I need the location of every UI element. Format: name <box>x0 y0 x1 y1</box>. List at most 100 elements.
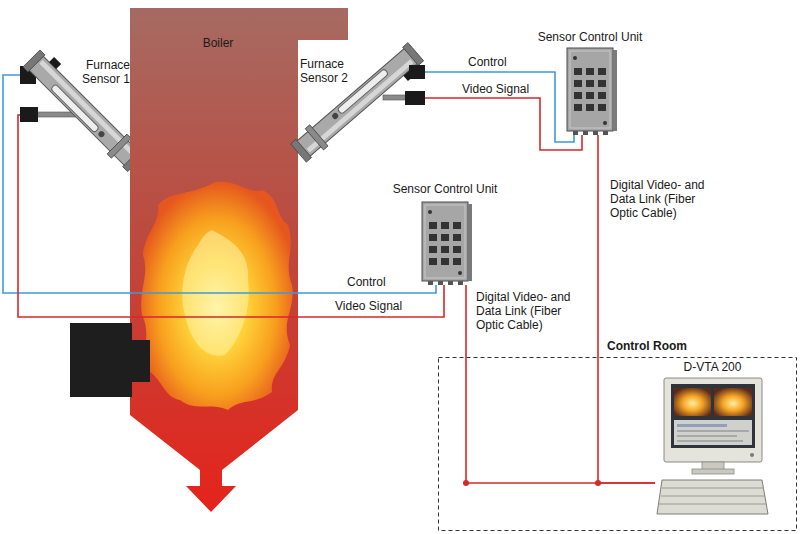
furnace-sensor: Furnace Sensor 2 <box>288 45 425 165</box>
monitor-body <box>664 378 762 462</box>
sensor-end-cap <box>403 43 424 66</box>
sensor-end-cap <box>291 139 312 162</box>
cabinet-body <box>422 202 468 281</box>
key-row <box>662 488 764 489</box>
sensor-control-unit: Sensor Control Unit <box>380 182 512 285</box>
node-label: Sensor Control Unit <box>525 30 655 44</box>
sensor-fitting <box>49 57 61 69</box>
sensor-fitting <box>409 65 425 79</box>
cabinet-button <box>453 234 461 241</box>
edge-label: Digital Video- and Data Link (Fiber Opti… <box>608 178 722 220</box>
sensor-housing <box>289 41 427 166</box>
cable-gland <box>428 281 433 285</box>
cabinet-button <box>574 92 582 99</box>
signal-line <box>466 285 655 483</box>
cabinet-button <box>453 246 461 253</box>
burner <box>70 323 150 397</box>
cabinet-button <box>429 222 437 229</box>
dashed-boundary <box>439 358 797 531</box>
junction-dots <box>463 480 601 486</box>
sensor-end-cap <box>23 50 45 72</box>
edge-label-holder: Digital Video- and Data Link (Fiber Opti… <box>474 290 588 332</box>
sensor-body <box>28 55 140 167</box>
screen-bar <box>677 430 749 432</box>
flame-core <box>182 230 249 356</box>
sensor-body <box>296 47 419 157</box>
camera-fitting <box>20 107 38 122</box>
power-button <box>750 453 754 457</box>
cabinet-button <box>586 68 594 75</box>
sensor-control-unit-drawing <box>567 48 617 135</box>
edge-group <box>3 72 655 483</box>
screen-bar <box>677 440 743 442</box>
cabinet-button <box>586 104 594 111</box>
sensor-control-unit: Sensor Control Unit <box>525 30 657 135</box>
computer-workstation: D-VTA 200 <box>655 360 772 518</box>
sensor-cylinder <box>51 84 100 133</box>
cabinet-button <box>453 222 461 229</box>
cabinet-lock <box>603 121 607 125</box>
cabinet-button <box>574 104 582 111</box>
key-row <box>659 504 766 505</box>
monitor-screen <box>671 384 755 448</box>
sensor-mount <box>305 125 328 150</box>
signal-line <box>18 115 444 317</box>
cabinet-lamp <box>573 56 577 60</box>
edge-label-holder: Control <box>345 275 388 289</box>
screen-panel <box>674 420 752 445</box>
cabinet-button <box>441 222 449 229</box>
signal-line <box>425 72 574 142</box>
edge-label-holder: Video Signal <box>333 299 404 313</box>
video-image <box>714 388 752 416</box>
sensor-control-unit-drawing <box>422 202 472 285</box>
computer-workstation-outline <box>655 360 772 518</box>
sensor-bolt <box>331 112 339 120</box>
cabinet-side <box>468 204 472 281</box>
control-room-region-drawing <box>439 358 797 531</box>
cabinet-button <box>574 80 582 87</box>
cable-gland <box>593 131 598 135</box>
cabinet-button <box>598 80 606 87</box>
cabinet-door <box>570 51 610 128</box>
cabinet-lamp <box>428 210 432 214</box>
sensor-housing <box>22 46 149 173</box>
cabinet-button <box>429 234 437 241</box>
edge-label: Video Signal <box>333 299 404 313</box>
sensor-arm <box>383 95 407 100</box>
edge-label: Digital Video- and Data Link (Fiber Opti… <box>474 290 588 332</box>
cabinet-button <box>598 68 606 75</box>
cable-gland <box>603 131 608 135</box>
edge-label: Control <box>466 55 509 69</box>
cabinet-button <box>598 92 606 99</box>
cabinet-button <box>441 258 449 265</box>
node-label: Furnace Sensor 2 <box>300 57 356 85</box>
furnace-sensor-drawing <box>289 41 427 166</box>
monitor-base <box>692 469 734 474</box>
cabinet-button <box>441 246 449 253</box>
junction-dot <box>463 480 469 486</box>
cable-gland <box>438 281 443 285</box>
node-label: Boiler <box>178 36 258 50</box>
cable-gland <box>573 131 578 135</box>
cabinet-body <box>567 48 613 131</box>
cabinet-side <box>613 50 617 131</box>
cabinet-lock <box>458 271 462 275</box>
cabinet-door <box>425 205 465 278</box>
sensor-control-unit-outline <box>525 30 657 135</box>
edge-label-holder: Control <box>466 55 509 69</box>
node-label: D-VTA 200 <box>655 360 770 374</box>
cabinet-button <box>586 80 594 87</box>
cable-gland <box>448 281 453 285</box>
node-label: Sensor Control Unit <box>380 182 510 196</box>
cabinet-button <box>453 258 461 265</box>
cable-gland <box>583 131 588 135</box>
cabinet-button <box>441 234 449 241</box>
cabinet-button <box>429 258 437 265</box>
keyboard <box>657 480 768 514</box>
furnace-sensor-drawing <box>20 46 148 173</box>
sensor-mount <box>107 134 131 158</box>
sensor-bolt <box>97 130 105 138</box>
key-row <box>661 496 765 497</box>
